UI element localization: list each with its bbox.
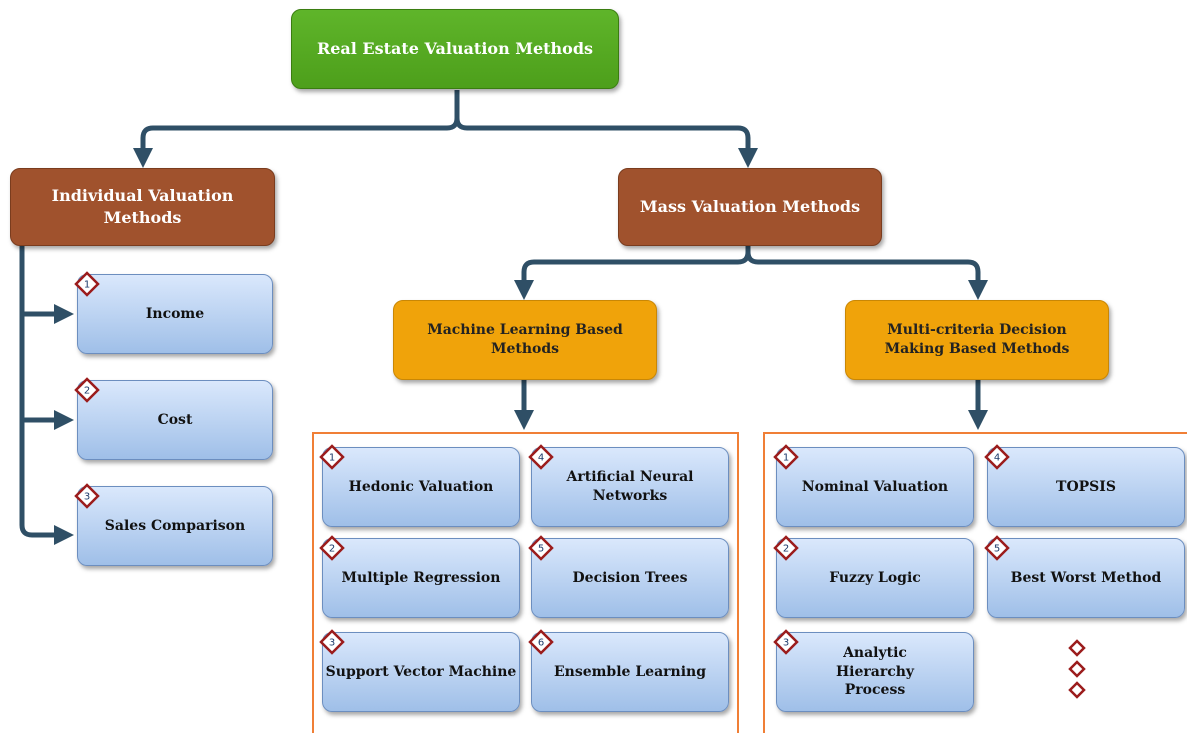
badge-diamond <box>319 629 345 655</box>
badge-diamond <box>319 444 345 470</box>
item-label: Decision Trees <box>572 569 688 586</box>
connector-root-mass <box>454 117 758 168</box>
ml-label: Machine Learning Based Methods <box>427 322 623 357</box>
badge-diamond <box>319 535 345 561</box>
ml-item-artificial-neural-networks: Artificial Neural Networks <box>531 447 729 527</box>
item-label: Cost <box>157 411 193 428</box>
mcdm-panel <box>763 432 1187 733</box>
badge-diamond <box>74 483 100 509</box>
ml-item-ensemble-learning: Ensemble Learning <box>531 632 729 712</box>
ml-item-support-vector-machine: Support Vector Machine <box>322 632 520 712</box>
number-badge-icon: 4 <box>528 444 554 470</box>
number-badge-icon: 2 <box>773 535 799 561</box>
item-label: Analytic Hierarchy Process <box>835 644 915 699</box>
badge-number: 6 <box>538 638 544 649</box>
number-badge-icon: 1 <box>319 444 345 470</box>
badge-diamond <box>984 444 1010 470</box>
connector-mass-mcdm <box>745 251 988 300</box>
badge-number: 2 <box>783 544 789 555</box>
mcdm-label: Multi-criteria Decision Making Based Met… <box>884 322 1070 357</box>
ml-node: Machine Learning Based Methods <box>393 300 657 380</box>
ml-item-decision-trees: Decision Trees <box>531 538 729 618</box>
item-label: Support Vector Machine <box>325 663 517 680</box>
badge-number: 2 <box>84 386 90 397</box>
badge-diamond <box>528 629 554 655</box>
badge-diamond <box>74 377 100 403</box>
badge-number: 3 <box>329 638 335 649</box>
ml-panel <box>312 432 739 733</box>
number-badge-icon: 3 <box>773 629 799 655</box>
badge-number: 5 <box>994 544 1000 555</box>
number-badge-icon: 1 <box>773 444 799 470</box>
ellipsis-diamond <box>1068 639 1086 657</box>
number-badge-icon: 3 <box>319 629 345 655</box>
item-label: Ensemble Learning <box>553 663 706 680</box>
item-label: TOPSIS <box>1056 478 1116 495</box>
badge-diamond <box>528 535 554 561</box>
badge-diamond <box>528 444 554 470</box>
number-badge-icon: 5 <box>528 535 554 561</box>
mass-label: Mass Valuation Methods <box>639 197 861 217</box>
number-badge-icon: 6 <box>528 629 554 655</box>
item-label: Income <box>145 305 205 322</box>
item-label: Sales Comparison <box>104 517 246 534</box>
badge-number: 3 <box>783 638 789 649</box>
ellipsis-diamond <box>1068 660 1086 678</box>
mcdm-item-analytic-hierarchy-process: Analytic Hierarchy Process <box>776 632 974 712</box>
item-label: Nominal Valuation <box>801 478 949 495</box>
badge-number: 1 <box>329 453 335 464</box>
number-badge-icon: 2 <box>74 377 100 403</box>
number-badge-icon: 1 <box>74 271 100 297</box>
ellipsis-diamond <box>1068 681 1086 699</box>
badge-number: 3 <box>84 492 90 503</box>
root-node: Real Estate Valuation Methods <box>291 9 619 89</box>
individual-item-sales-comparison: Sales Comparison <box>77 486 273 566</box>
root-label: Real Estate Valuation Methods <box>316 39 594 59</box>
item-label: Artificial Neural Networks <box>566 469 694 504</box>
item-label: Best Worst Method <box>1010 569 1162 586</box>
number-badge-icon: 5 <box>984 535 1010 561</box>
badge-number: 4 <box>538 453 544 464</box>
badge-number: 2 <box>329 544 335 555</box>
mcdm-node: Multi-criteria Decision Making Based Met… <box>845 300 1109 380</box>
item-label: Hedonic Valuation <box>348 478 494 495</box>
individual-item-cost: Cost <box>77 380 273 460</box>
badge-diamond <box>773 444 799 470</box>
number-badge-icon: 3 <box>74 483 100 509</box>
item-label: Multiple Regression <box>341 569 501 586</box>
individual-node: Individual Valuation Methods <box>10 168 275 246</box>
badge-number: 4 <box>994 453 1000 464</box>
mcdm-item-topsis: TOPSIS <box>987 447 1185 527</box>
badge-number: 1 <box>84 280 90 291</box>
badge-number: 5 <box>538 544 544 555</box>
individual-item-income: Income <box>77 274 273 354</box>
badge-diamond <box>773 629 799 655</box>
badge-diamond <box>773 535 799 561</box>
mass-node: Mass Valuation Methods <box>618 168 882 246</box>
connector-individual <box>19 246 74 545</box>
mcdm-item-best-worst-method: Best Worst Method <box>987 538 1185 618</box>
number-badge-icon: 4 <box>984 444 1010 470</box>
mcdm-item-fuzzy-logic: Fuzzy Logic <box>776 538 974 618</box>
number-badge-icon: 2 <box>319 535 345 561</box>
mcdm-item-nominal-valuation: Nominal Valuation <box>776 447 974 527</box>
badge-diamond <box>984 535 1010 561</box>
ml-item-multiple-regression: Multiple Regression <box>322 538 520 618</box>
ml-item-hedonic-valuation: Hedonic Valuation <box>322 447 520 527</box>
badge-diamond <box>74 271 100 297</box>
individual-label: Individual Valuation Methods <box>51 186 234 227</box>
badge-number: 1 <box>783 453 789 464</box>
item-label: Fuzzy Logic <box>829 569 921 586</box>
